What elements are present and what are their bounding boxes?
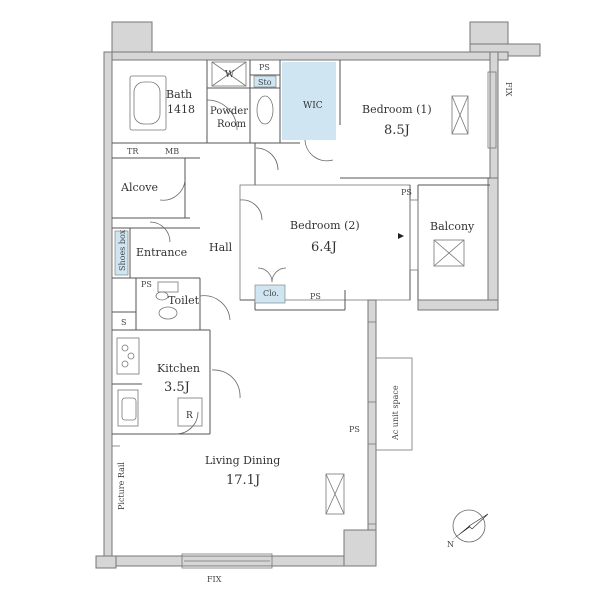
label-s: S xyxy=(121,318,126,327)
label-fix-right: FIX xyxy=(504,82,513,97)
label-r: R xyxy=(186,411,193,421)
label-tr: TR xyxy=(127,147,139,156)
label-bedroom2-size: 6.4J xyxy=(311,240,337,255)
label-ac-unit: Ac unit space xyxy=(391,385,400,441)
label-powder-room: Room xyxy=(217,119,247,130)
compass-north-label: N xyxy=(447,540,454,549)
interior-walls xyxy=(112,60,490,447)
label-balcony: Balcony xyxy=(430,220,475,233)
label-bath-size: 1418 xyxy=(167,103,195,116)
doors xyxy=(149,99,334,435)
label-sto: Sto xyxy=(258,78,272,87)
label-alcove: Alcove xyxy=(120,181,158,194)
label-wic: WIC xyxy=(303,101,323,111)
label-fix-bottom: FIX xyxy=(207,575,222,584)
label-ps-top: PS xyxy=(259,63,270,72)
label-bedroom2: Bedroom (2) xyxy=(290,219,360,232)
compass-icon: N xyxy=(447,509,489,549)
label-shoes-box: Shoes box xyxy=(118,229,127,271)
label-ps-bedroom2: PS xyxy=(401,188,412,197)
entry-arrow-icon xyxy=(398,233,404,239)
label-powder: Powder xyxy=(210,106,248,117)
label-ps-closet: PS xyxy=(310,292,321,301)
label-w: W xyxy=(225,70,235,80)
label-kitchen-size: 3.5J xyxy=(164,380,190,395)
fixtures xyxy=(114,61,497,569)
label-bedroom1: Bedroom (1) xyxy=(362,103,432,116)
label-hall: Hall xyxy=(209,241,233,254)
label-kitchen: Kitchen xyxy=(157,362,200,375)
label-bedroom1-size: 8.5J xyxy=(384,123,410,138)
label-living-size: 17.1J xyxy=(226,473,260,488)
label-bath: Bath xyxy=(166,88,192,101)
room-labels: Bath 1418 Powder Room W PS Sto WIC Bedro… xyxy=(117,63,513,584)
label-picture-rail: Picture Rail xyxy=(117,462,126,510)
label-entrance: Entrance xyxy=(136,246,187,259)
label-ps-living: PS xyxy=(349,425,360,434)
label-living: Living Dining xyxy=(205,454,280,467)
label-ps-toilet: PS xyxy=(141,280,152,289)
label-mb: MB xyxy=(165,147,179,156)
label-closet: Clo. xyxy=(263,289,279,298)
label-toilet: Toilet xyxy=(168,294,200,307)
